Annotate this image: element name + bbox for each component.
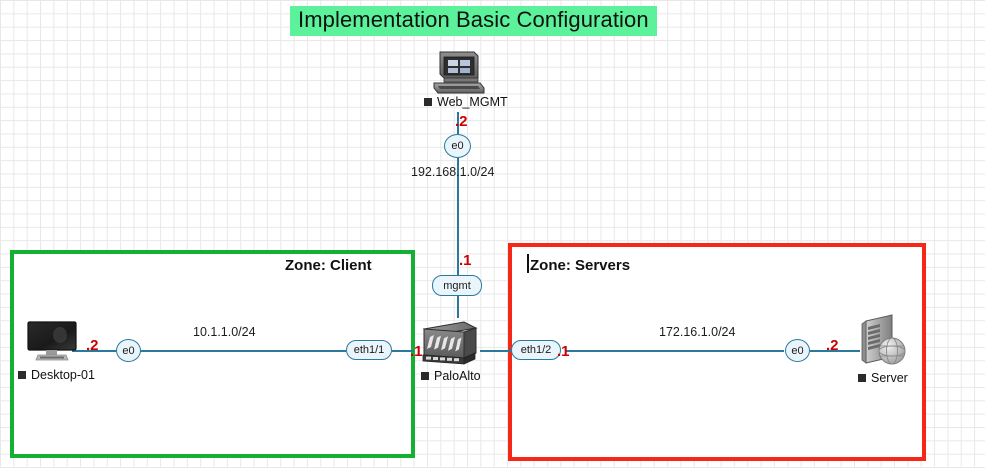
link-client-segment[interactable] — [140, 350, 346, 352]
ip-octet-fw-mgmt: .1 — [459, 252, 472, 269]
subnet-label-servers: 172.16.1.0/24 — [659, 325, 736, 339]
device-name-paloalto: PaloAlto — [434, 369, 481, 383]
link-firewall-to-eth1-2[interactable] — [480, 350, 511, 352]
link-servers-segment[interactable] — [565, 350, 784, 352]
link-desktop01-to-e0[interactable] — [72, 350, 116, 352]
link-webmgmt-to-e0[interactable] — [457, 112, 459, 142]
ip-octet-fw-eth1-1: .1 — [410, 343, 423, 360]
device-label-paloalto: PaloAlto — [421, 369, 481, 383]
interface-fw-mgmt[interactable]: mgmt — [432, 275, 482, 296]
device-label-desktop01: Desktop-01 — [18, 368, 95, 382]
interface-server-e0[interactable]: e0 — [785, 339, 810, 362]
zone-box-servers[interactable] — [508, 243, 926, 461]
device-label-web-mgmt: Web_MGMT — [424, 95, 508, 109]
ip-octet-desktop01: .2 — [86, 337, 99, 354]
interface-label: e0 — [791, 344, 804, 357]
device-label-server: Server — [858, 371, 908, 385]
interface-label: e0 — [122, 344, 135, 357]
ip-octet-server: .2 — [826, 337, 839, 354]
device-bullet-icon — [421, 372, 429, 380]
link-eth1-1-to-firewall[interactable] — [392, 350, 414, 352]
interface-fw-eth1-2[interactable]: eth1/2 — [511, 340, 561, 360]
ip-octet-fw-eth1-2: .1 — [557, 343, 570, 360]
interface-desktop01-e0[interactable]: e0 — [116, 339, 141, 362]
device-bullet-icon — [424, 98, 432, 106]
device-bullet-icon — [18, 371, 26, 379]
subnet-label-client: 10.1.1.0/24 — [193, 325, 256, 339]
interface-web-mgmt-e0[interactable]: e0 — [444, 134, 471, 158]
interface-label: eth1/1 — [353, 344, 385, 356]
interface-fw-eth1-1[interactable]: eth1/1 — [346, 340, 392, 360]
server-tower-icon[interactable] — [858, 313, 910, 369]
link-e0-to-server[interactable] — [810, 350, 860, 352]
link-mgmt-to-firewall[interactable] — [457, 296, 459, 318]
zone-label-servers: Zone: Servers — [530, 257, 631, 274]
interface-label: eth1/2 — [520, 344, 552, 356]
device-name-web-mgmt: Web_MGMT — [437, 95, 508, 109]
desktop-computer-icon[interactable] — [428, 50, 488, 98]
device-name-server: Server — [871, 371, 908, 385]
device-name-desktop01: Desktop-01 — [31, 368, 95, 382]
link-mgmt-trunk[interactable] — [457, 158, 459, 276]
zone-label-client: Zone: Client — [285, 257, 372, 274]
firewall-appliance-icon[interactable] — [418, 317, 480, 367]
ip-octet-web-mgmt: .2 — [455, 113, 468, 130]
interface-label: mgmt — [443, 279, 471, 292]
subnet-label-management: 192.168.1.0/24 — [411, 165, 495, 179]
page-title: Implementation Basic Configuration — [290, 6, 657, 37]
interface-label: e0 — [451, 140, 464, 152]
flat-monitor-icon[interactable] — [26, 320, 78, 365]
text-cursor-caret — [527, 254, 529, 273]
device-bullet-icon — [858, 374, 866, 382]
